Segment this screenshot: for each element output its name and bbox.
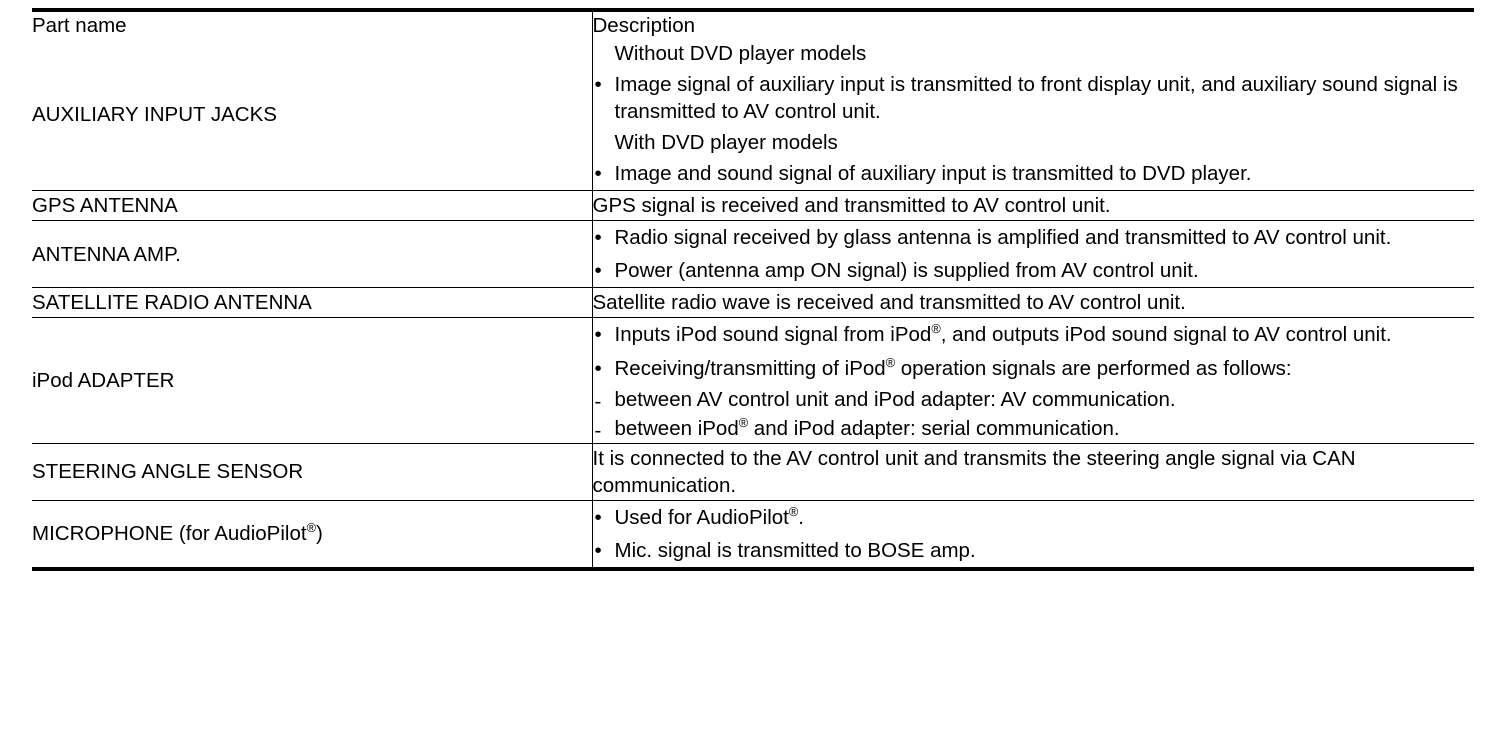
description-item-text: Image and sound signal of auxiliary inpu…	[614, 162, 1252, 186]
part-name-cell: iPod ADAPTER	[32, 317, 593, 444]
description-bullet-item: • Mic. signal is transmitted to BOSE amp.	[593, 534, 1475, 567]
description-bullet-item: • Image and sound signal of auxiliary inp…	[593, 157, 1475, 190]
description-dash-item: -between AV control unit and iPod adapte…	[593, 385, 1475, 414]
description-item-text: Image signal of auxiliary input is trans…	[614, 73, 1458, 124]
table-body: AUXILIARY INPUT JACKS Without DVD player …	[32, 39, 1474, 569]
part-name-cell: ANTENNA AMP.	[32, 220, 593, 289]
description-item-text: Inputs iPod sound signal from iPod®, and…	[614, 321, 1392, 347]
description-item-text: Radio signal received by glass antenna i…	[614, 226, 1392, 250]
part-name-cell: MICROPHONE (for AudioPilot®)	[32, 500, 593, 569]
column-header-description: Description	[592, 14, 696, 37]
table-row: iPod ADAPTER• Inputs iPod sound signal fr…	[32, 317, 1475, 444]
description-paragraph: GPS signal is received and transmitted t…	[592, 194, 1111, 218]
table-header: Part name Description	[32, 10, 1474, 40]
bullet-marker-icon: •	[594, 259, 602, 283]
description-bullet-item: • Receiving/transmitting of iPod® operati…	[593, 352, 1475, 385]
part-name-cell: GPS ANTENNA	[32, 190, 593, 222]
description-cell: • Radio signal received by glass antenna …	[592, 220, 1475, 289]
description-paragraph: Satellite radio wave is received and tra…	[592, 291, 1186, 315]
table-row: MICROPHONE (for AudioPilot®)• Used for Au…	[32, 500, 1474, 569]
bullet-marker-icon: •	[594, 505, 602, 529]
table-row: AUXILIARY INPUT JACKS Without DVD player …	[32, 39, 1475, 192]
bullet-marker-icon: •	[594, 323, 602, 347]
description-item-text: between AV control unit and iPod adapter…	[614, 387, 1176, 411]
description-cell: Satellite radio wave is received and tra…	[592, 287, 1474, 319]
bullet-marker-icon: •	[594, 356, 602, 380]
part-name-cell: SATELLITE RADIO ANTENNA	[32, 287, 593, 319]
bullet-marker-icon: •	[594, 538, 602, 562]
table-row: ANTENNA AMP.• Radio signal received by gl…	[32, 220, 1475, 289]
description-paragraph: It is connected to the AV control unit a…	[592, 446, 1356, 497]
description-cell: GPS signal is received and transmitted t…	[592, 190, 1474, 222]
description-paragraph: With DVD player models	[614, 131, 838, 155]
description-bullet-item: • Power (antenna amp ON signal) is suppli…	[593, 254, 1475, 287]
description-bullet-item: • Inputs iPod sound signal from iPod®, an…	[593, 318, 1475, 351]
parts-description-table: Part name Description AUXILIARY INPUT JA…	[32, 8, 1474, 571]
description-cell: Without DVD player models • Image signal o…	[592, 39, 1475, 192]
description-cell: • Inputs iPod sound signal from iPod®, an…	[592, 317, 1475, 444]
description-item-text: Receiving/transmitting of iPod® operatio…	[614, 354, 1292, 380]
description-cell: It is connected to the AV control unit a…	[592, 443, 1474, 501]
part-name-cell: AUXILIARY INPUT JACKS	[32, 39, 593, 192]
table-header-row: Part name Description	[32, 10, 1474, 40]
description-bullet-item: • Used for AudioPilot®.	[593, 501, 1475, 534]
description-item-text: Power (antenna amp ON signal) is supplie…	[614, 259, 1199, 283]
dash-marker-icon: -	[594, 418, 602, 442]
bullet-marker-icon: •	[594, 73, 602, 97]
description-item-text: Used for AudioPilot®.	[614, 503, 804, 529]
description-bullet-item: • Radio signal received by glass antenna …	[593, 221, 1475, 254]
part-name-cell: STEERING ANGLE SENSOR	[32, 443, 593, 501]
description-item-text: Mic. signal is transmitted to BOSE amp.	[614, 538, 976, 562]
dash-marker-icon: -	[594, 389, 602, 413]
description-dash-item: -between iPod® and iPod adapter: serial …	[593, 414, 1475, 443]
description-bullet-item: • Image signal of auxiliary input is tran…	[593, 68, 1475, 128]
bullet-marker-icon: •	[594, 226, 602, 250]
description-cell: • Used for AudioPilot®. • Mic. signal is tr…	[592, 500, 1474, 569]
description-paragraph: Without DVD player models	[614, 42, 867, 66]
description-item-text: between iPod® and iPod adapter: serial c…	[614, 414, 1120, 440]
bullet-marker-icon: •	[594, 162, 602, 186]
column-header-part-name: Part name	[32, 10, 593, 40]
